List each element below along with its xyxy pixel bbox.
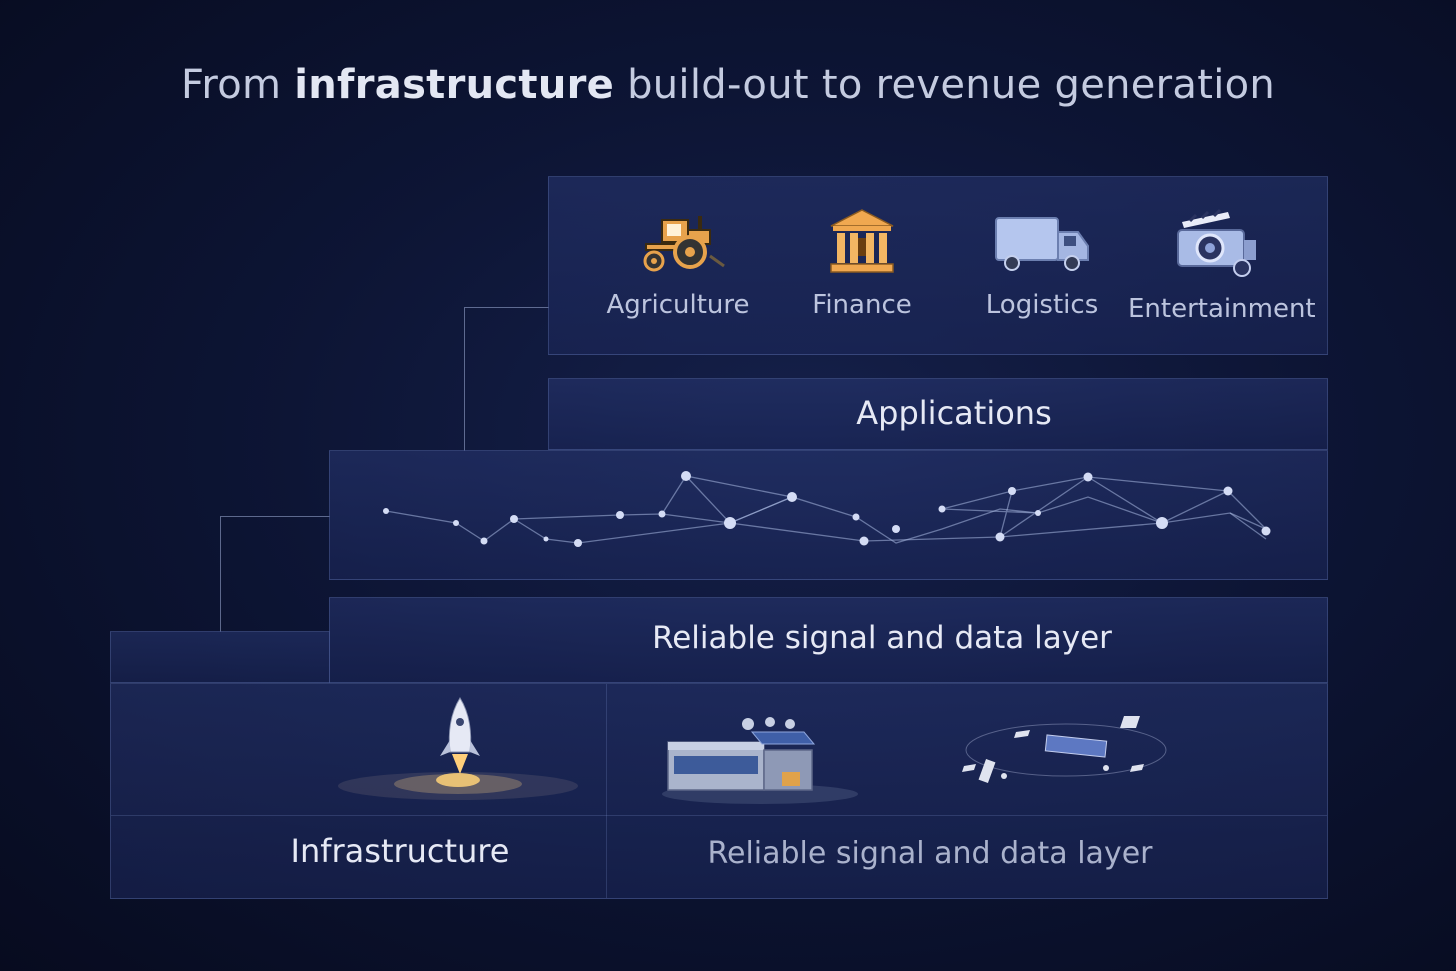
connector-top: [464, 307, 549, 451]
industry-entertainment: Entertainment: [1128, 206, 1316, 324]
industry-label: Entertainment: [1128, 294, 1316, 324]
industry-logistics: Logistics: [952, 206, 1132, 320]
industry-label: Logistics: [985, 290, 1099, 320]
industry-agriculture: Agriculture: [588, 206, 768, 320]
infrastructure-row-divider: [111, 815, 1327, 817]
infrastructure-divider: [606, 684, 608, 898]
satellite-constellation-icon: [962, 716, 1167, 784]
infrastructure-right-label: Reliable signal and data layer: [707, 836, 1153, 871]
network-graph: [383, 471, 1271, 547]
signal-layer-panel: [329, 597, 1328, 683]
industry-finance: Finance: [772, 206, 952, 320]
industry-label: Agriculture: [606, 290, 750, 320]
title-emphasis: infrastructure: [294, 62, 615, 108]
camera-icon: [1177, 208, 1256, 277]
infrastructure-label: Infrastructure: [290, 832, 510, 870]
connector-bottom: [220, 516, 330, 632]
bank-icon: [830, 209, 894, 273]
truck-icon: [995, 217, 1089, 271]
ground-station-icon: [662, 717, 858, 804]
signal-layer-label: Reliable signal and data layer: [652, 620, 1112, 656]
industry-label: Finance: [812, 290, 912, 320]
rocket-icon: [338, 697, 578, 800]
applications-panel: [548, 378, 1328, 450]
applications-label: Applications: [856, 394, 1052, 432]
tractor-icon: [643, 216, 725, 272]
left-step-panel: [110, 631, 330, 683]
page-title: From infrastructure build-out to revenue…: [180, 62, 1276, 108]
network-panel: [329, 450, 1328, 580]
